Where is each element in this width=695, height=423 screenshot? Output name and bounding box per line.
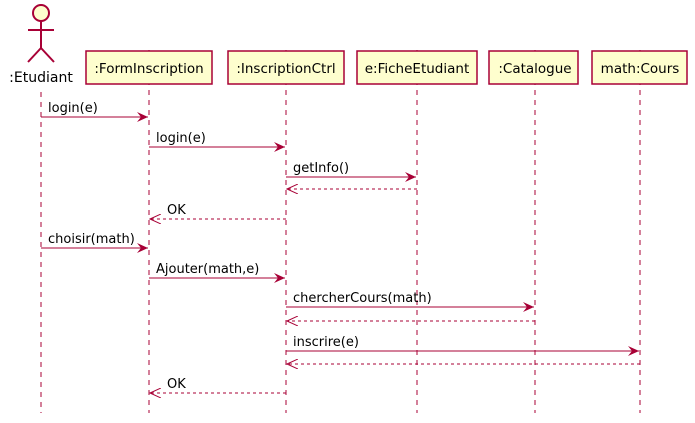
participant-box — [85, 50, 213, 85]
return-message: OK — [150, 203, 286, 219]
message-label: login(e) — [48, 101, 98, 116]
message-label: Ajouter(math,e) — [156, 262, 259, 277]
call-message: getInfo() — [286, 161, 416, 182]
participant-box — [227, 50, 345, 85]
participant-cours: math:Cours — [591, 50, 688, 85]
call-message: login(e) — [149, 131, 285, 152]
participant-label: e:FicheEtudiant — [365, 61, 470, 77]
stick-figure-actor-icon — [27, 4, 55, 63]
participant-fiche: e:FicheEtudiant — [356, 50, 478, 85]
call-message: login(e) — [41, 101, 148, 122]
participant-box — [488, 50, 579, 85]
participant-label: :FormInscription — [94, 61, 203, 77]
participant-label: :Catalogue — [498, 61, 571, 77]
call-message: choisir(math) — [41, 232, 148, 253]
participant-box — [591, 50, 688, 85]
participant-label: math:Cours — [601, 61, 680, 77]
participant-box — [356, 50, 478, 85]
participant-label: :InscriptionCtrl — [236, 61, 335, 77]
participant-ctrl: :InscriptionCtrl — [227, 50, 345, 85]
message-label: login(e) — [156, 131, 206, 146]
message-label: OK — [167, 377, 186, 392]
call-message: chercherCours(math) — [286, 291, 534, 312]
message-label: inscrire(e) — [293, 335, 359, 350]
participant-catalogue: :Catalogue — [488, 50, 579, 85]
message-label: chercherCours(math) — [293, 291, 432, 306]
return-message: OK — [150, 377, 286, 393]
actor-label: :Etudiant — [9, 70, 73, 86]
message-label: getInfo() — [293, 161, 349, 176]
participant-form: :FormInscription — [85, 50, 213, 85]
message-label: OK — [167, 203, 186, 218]
call-message: Ajouter(math,e) — [149, 262, 285, 283]
call-message: inscrire(e) — [286, 335, 639, 356]
message-label: choisir(math) — [48, 232, 135, 247]
